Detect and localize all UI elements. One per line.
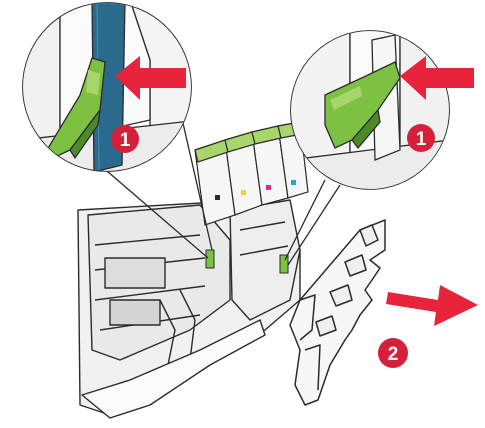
step-1-left-label: 1 <box>120 130 131 151</box>
arrow-right-icon <box>386 285 478 326</box>
printer-latch-left <box>206 250 214 268</box>
waste-toner-bottle <box>290 220 385 405</box>
step-2-label: 2 <box>388 344 399 365</box>
removal-indicator: 2 <box>378 285 478 368</box>
step-badge-icon: 2 <box>378 338 408 368</box>
step-badge-icon: 1 <box>111 125 139 153</box>
step-badge-icon: 1 <box>407 124 435 152</box>
printer-body <box>78 200 300 418</box>
step-1-right-label: 1 <box>416 129 427 150</box>
